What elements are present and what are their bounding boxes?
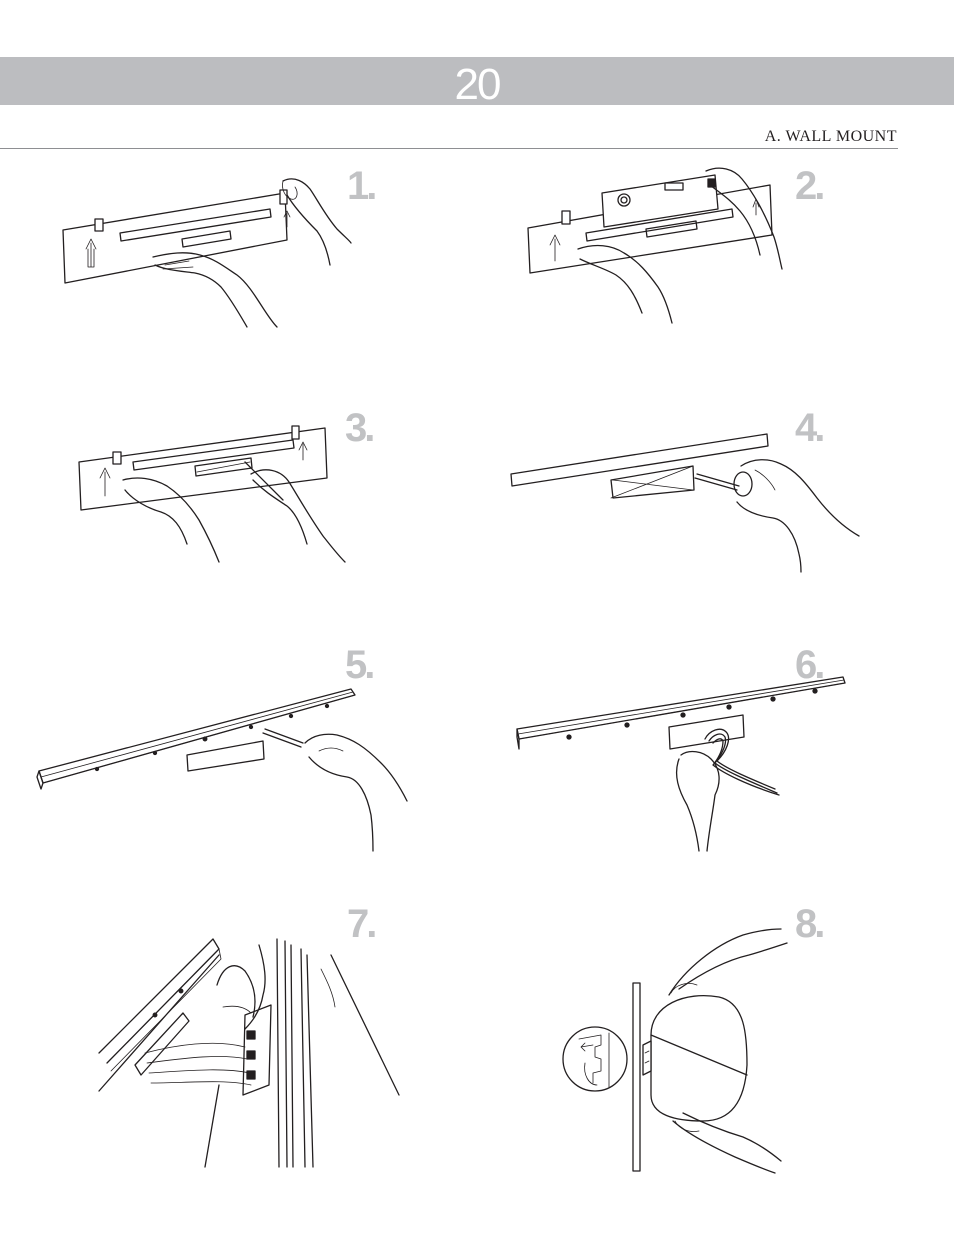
step-8-number: 8. (795, 904, 822, 944)
step-1-illustration (55, 175, 365, 335)
step-8-illustration (555, 925, 795, 1175)
step-3-illustration (75, 420, 365, 570)
section-divider (0, 148, 898, 149)
step-5-number: 5. (345, 645, 372, 685)
step-7-illustration (95, 935, 415, 1170)
step-6-illustration (515, 675, 860, 855)
section-title: A. WALL MOUNT (765, 128, 897, 146)
step-2-illustration (520, 165, 840, 330)
step-4-illustration (505, 430, 870, 575)
page-number: 20 (0, 62, 954, 108)
step-5-illustration (35, 685, 410, 855)
